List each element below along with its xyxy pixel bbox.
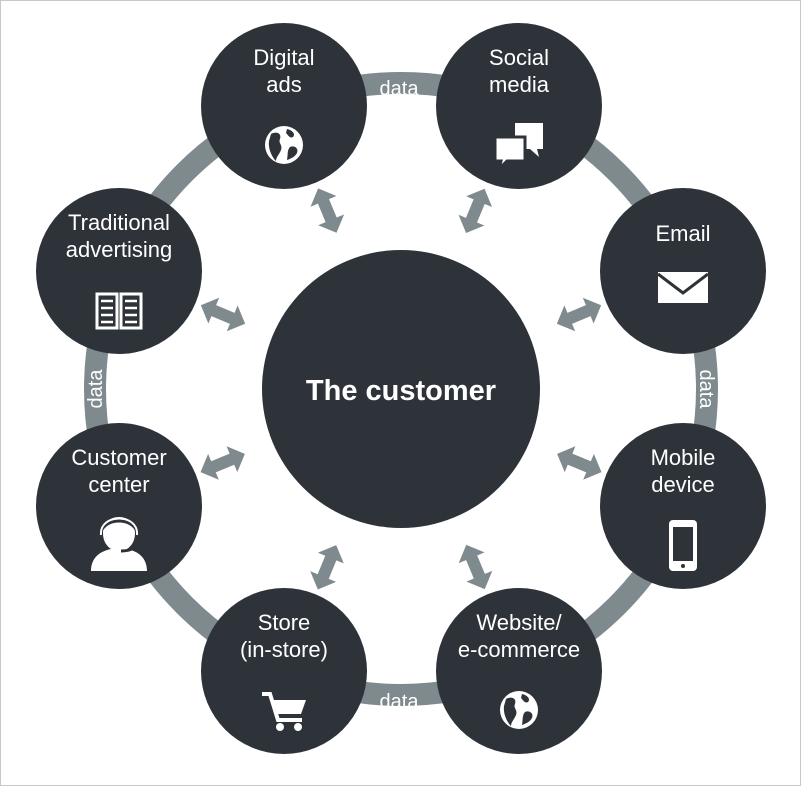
double-arrow-icon [458, 544, 493, 590]
channel-label: e-commerce [458, 637, 580, 662]
shopping-cart-icon [262, 692, 306, 731]
channel-label: Digital [253, 45, 314, 70]
channel-circle [600, 188, 766, 354]
channel-circle [36, 423, 202, 589]
channel-node: Website/e-commerce [436, 588, 602, 754]
channel-label: Traditional [68, 210, 170, 235]
smartphone-icon [669, 520, 697, 571]
channel-label: device [651, 472, 715, 497]
chat-bubbles-icon [493, 123, 543, 174]
channel-label: advertising [66, 237, 172, 262]
newspaper-icon [95, 292, 143, 330]
channel-label: Store [258, 610, 311, 635]
center-label: The customer [306, 375, 496, 407]
double-arrow-icon [200, 297, 246, 332]
data-label: data [380, 691, 420, 713]
globe-icon [265, 126, 303, 164]
data-ring [84, 72, 718, 706]
channel-node: Store(in-store) [201, 588, 367, 754]
channel-circle [436, 588, 602, 754]
channel-label: Social [489, 45, 549, 70]
center-node: The customer [262, 250, 540, 528]
channel-circle [201, 23, 367, 189]
envelope-icon [657, 272, 709, 303]
channel-circle [201, 588, 367, 754]
channel-label: Email [655, 221, 710, 246]
double-arrow-icon [310, 545, 344, 590]
channel-circle [600, 423, 766, 589]
double-arrow-icon [310, 188, 345, 233]
globe-icon [500, 691, 538, 729]
channel-label: media [489, 72, 550, 97]
double-arrow-icon [556, 297, 602, 332]
channel-label: Customer [71, 445, 166, 470]
headset-agent-icon [91, 517, 147, 571]
channel-circle [436, 23, 602, 189]
data-label: data [85, 369, 107, 409]
channel-label: center [88, 472, 149, 497]
double-arrow-icon [557, 446, 602, 480]
channel-label: Mobile [651, 445, 716, 470]
data-label: data [380, 78, 420, 100]
center-circle [262, 250, 540, 528]
channel-label: ads [266, 72, 301, 97]
channel-circle [36, 188, 202, 354]
data-label: data [695, 370, 717, 410]
channel-label: (in-store) [240, 637, 328, 662]
channel-node: Email [600, 188, 766, 354]
double-arrow-icon [200, 446, 245, 480]
double-arrow-icon [458, 188, 493, 234]
channel-label: Website/ [476, 610, 562, 635]
